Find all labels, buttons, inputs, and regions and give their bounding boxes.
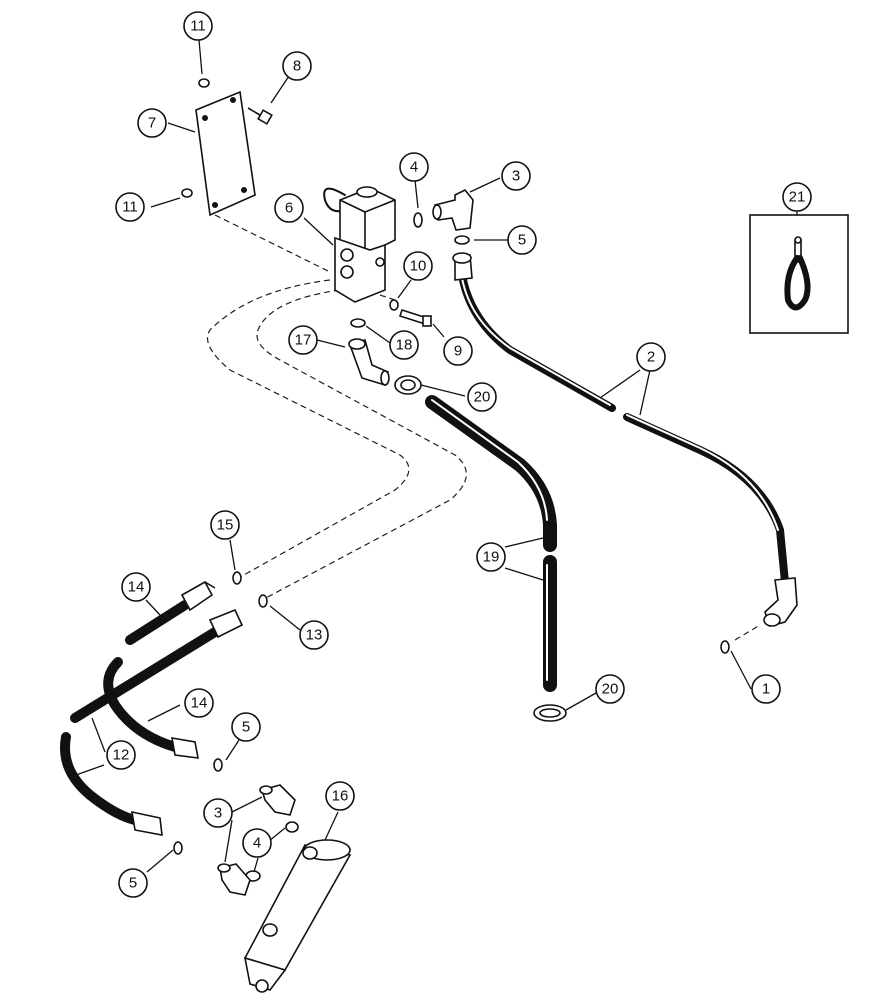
nut-top [198, 78, 210, 88]
callout-3-bottom: 3 [203, 798, 233, 828]
callout-4-bottom: 4 [242, 828, 272, 858]
svg-text:11: 11 [190, 18, 206, 35]
callout-18: 18 [389, 330, 419, 360]
hose-2 [452, 252, 798, 627]
bracket-plate [195, 90, 256, 217]
svg-text:13: 13 [306, 627, 323, 644]
callout-5-top: 5 [507, 225, 537, 255]
callout-19: 19 [476, 542, 506, 572]
hose-14-lower [103, 657, 199, 759]
callout-20-top: 20 [467, 382, 497, 412]
svg-text:11: 11 [122, 199, 138, 216]
svg-text:16: 16 [332, 788, 349, 805]
svg-text:14: 14 [128, 579, 145, 596]
callout-10: 10 [403, 251, 433, 281]
svg-text:12: 12 [113, 747, 130, 764]
svg-text:9: 9 [454, 343, 462, 360]
callout-17: 17 [288, 325, 318, 355]
callout-16: 16 [325, 781, 355, 811]
o-ring-13 [258, 594, 268, 608]
callout-1: 1 [751, 674, 781, 704]
svg-text:8: 8 [293, 58, 301, 75]
bolt-9 [398, 308, 432, 327]
hydraulic-cylinder [243, 839, 352, 993]
svg-text:17: 17 [295, 332, 312, 349]
hose-12-lower [60, 732, 163, 836]
callout-21: 21 [782, 182, 812, 212]
hose-clamp-bottom [533, 704, 567, 722]
hose-12-upper [70, 608, 244, 723]
callout-15: 15 [210, 510, 240, 540]
svg-text:3: 3 [512, 168, 520, 185]
elbow-fitting-3-upper [259, 784, 296, 816]
callout-8: 8 [282, 51, 312, 81]
hose-14-upper [125, 580, 216, 645]
callout-3-top: 3 [501, 161, 531, 191]
callout-9: 9 [443, 336, 473, 366]
svg-text:10: 10 [410, 258, 427, 275]
svg-text:2: 2 [647, 349, 655, 366]
callout-13: 13 [299, 620, 329, 650]
svg-text:1: 1 [762, 681, 770, 698]
solenoid-valve [323, 186, 396, 303]
svg-text:6: 6 [285, 200, 293, 217]
callout-20-bottom: 20 [595, 674, 625, 704]
elbow-fitting-17 [348, 338, 390, 387]
leader-lines [75, 39, 798, 873]
callout-5-bottom: 5 [118, 868, 148, 898]
o-ring-4-bottom [285, 821, 299, 833]
callout-6: 6 [274, 193, 304, 223]
callout-2: 2 [636, 342, 666, 372]
svg-text:19: 19 [483, 549, 500, 566]
o-ring-5-mid [213, 758, 223, 772]
callout-11-lower: 11 [115, 192, 145, 222]
callout-4-top: 4 [399, 152, 429, 182]
o-ring-5-top [454, 235, 470, 245]
svg-text:20: 20 [602, 681, 619, 698]
svg-text:4: 4 [253, 835, 261, 852]
washer-10 [389, 299, 399, 311]
o-ring-1 [720, 640, 730, 654]
callout-5-mid: 5 [231, 712, 261, 742]
svg-text:7: 7 [148, 115, 156, 132]
svg-text:15: 15 [217, 517, 234, 534]
hose-19 [425, 395, 557, 692]
bolt-8 [247, 107, 273, 125]
o-ring-18 [350, 318, 366, 328]
elbow-fitting-3-top [432, 188, 474, 231]
callout-12: 12 [106, 740, 136, 770]
svg-text:5: 5 [518, 232, 526, 249]
elbow-fitting-3-lower [217, 863, 251, 896]
o-ring-5-low [173, 841, 183, 855]
callout-14-upper: 14 [121, 572, 151, 602]
callout-11-top: 11 [183, 11, 213, 41]
svg-text:20: 20 [474, 389, 491, 406]
callout-14-lower: 14 [184, 688, 214, 718]
svg-text:5: 5 [129, 875, 137, 892]
svg-text:3: 3 [214, 805, 222, 822]
hose-clamp-top [394, 375, 422, 395]
callout-7: 7 [137, 108, 167, 138]
svg-text:18: 18 [396, 337, 413, 354]
nut-lower [181, 188, 193, 198]
dashed-routing-lines [206, 214, 761, 641]
svg-text:5: 5 [242, 719, 250, 736]
strap-inset [749, 214, 849, 334]
svg-text:14: 14 [191, 695, 208, 712]
svg-text:4: 4 [410, 159, 418, 176]
o-ring-15 [232, 571, 242, 585]
o-ring-4-top [413, 212, 423, 228]
svg-text:21: 21 [789, 189, 806, 206]
